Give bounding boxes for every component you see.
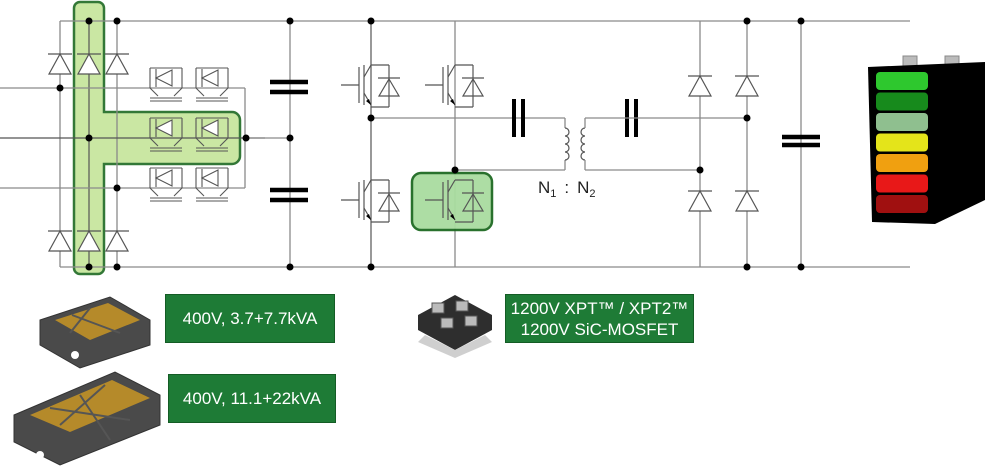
battery-segment: [876, 113, 928, 131]
discrete-label: 1200V XPT™ / XPT2™ 1200V SiC-MOSFET: [505, 294, 694, 343]
transformer-ratio: N1:N2: [538, 178, 596, 200]
battery-icon: [868, 55, 985, 224]
battery-segment: [876, 154, 928, 172]
module-large-image: [13, 371, 161, 466]
module-small-label: 400V, 3.7+7.7kVA: [165, 294, 335, 343]
module-small-image: [39, 296, 151, 369]
module-large-text: 400V, 11.1+22kVA: [182, 389, 322, 408]
discrete-line2: 1200V SiC-MOSFET: [520, 319, 679, 339]
discrete-switch-highlight: [410, 171, 494, 232]
battery-segment: [876, 174, 928, 193]
resonant-tank: [512, 99, 747, 171]
battery-segment: [876, 92, 928, 111]
battery-segment: [876, 195, 928, 213]
output-rectifier: [699, 21, 820, 267]
discrete-line1: 1200V XPT™ / XPT2™: [510, 298, 689, 318]
module-small-text: 400V, 3.7+7.7kVA: [182, 309, 318, 328]
junction-dots: [56, 17, 805, 271]
module-large-label: 400V, 11.1+22kVA: [168, 374, 336, 423]
discrete-package-image: [418, 295, 492, 358]
battery-segment: [876, 133, 928, 152]
battery-segment: [876, 72, 928, 90]
dc-link: [270, 21, 308, 267]
